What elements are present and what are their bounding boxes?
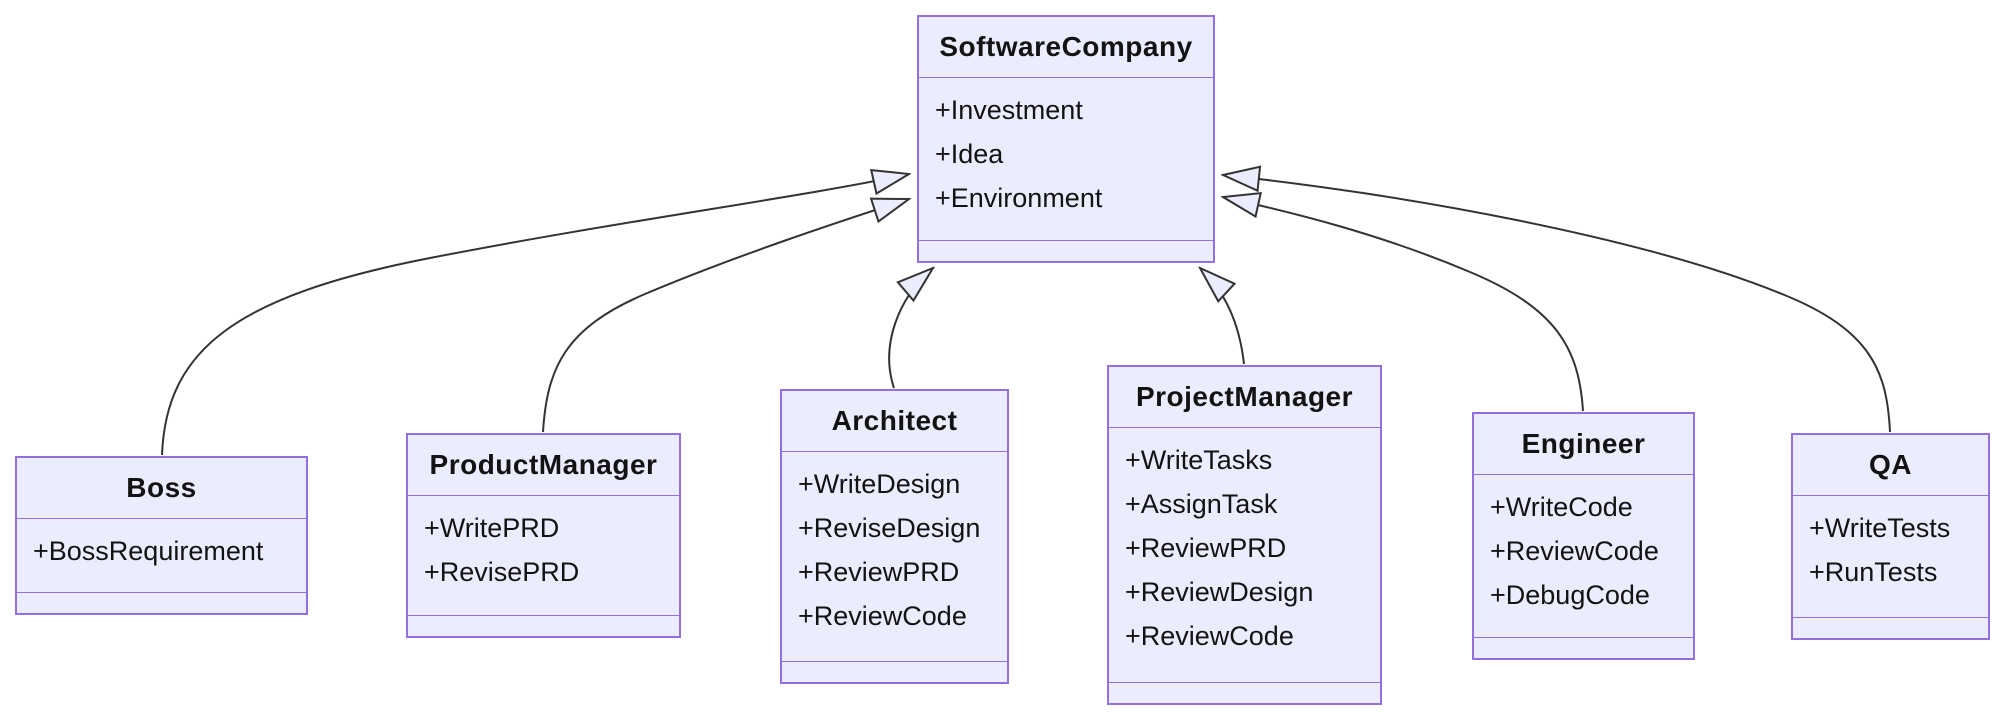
class-methods-empty [782, 662, 1007, 682]
class-methods-empty [1474, 638, 1693, 658]
class-engineer: Engineer +WriteCode +ReviewCode +DebugCo… [1472, 412, 1695, 660]
class-title: ProjectManager [1109, 367, 1380, 428]
class-methods-empty [408, 616, 679, 636]
class-attributes: +WriteDesign +ReviseDesign +ReviewPRD +R… [782, 452, 1007, 662]
class-attribute: +AssignTask [1125, 489, 1278, 519]
class-project-manager: ProjectManager +WriteTasks +AssignTask +… [1107, 365, 1382, 705]
class-attribute: +BossRequirement [33, 536, 264, 566]
class-attributes: +Investment +Idea +Environment [919, 78, 1213, 241]
class-title: QA [1793, 435, 1988, 496]
class-attribute: +Investment [935, 95, 1083, 125]
class-title: Boss [17, 458, 306, 519]
class-attribute: +WritePRD [424, 513, 560, 543]
edge-project-manager-inheritance [1200, 268, 1245, 365]
edge-architect-inheritance [888, 268, 933, 389]
class-title: Architect [782, 391, 1007, 452]
class-attribute: +ReviewDesign [1125, 577, 1314, 607]
class-attribute: +ReviseDesign [798, 513, 981, 543]
class-attribute: +ReviewPRD [798, 557, 960, 587]
class-attributes: +WriteTests +RunTests [1793, 496, 1988, 618]
class-software-company: SoftwareCompany +Investment +Idea +Envir… [917, 15, 1215, 263]
edge-product-manager-inheritance [542, 199, 909, 433]
class-title: ProductManager [408, 435, 679, 496]
class-attribute: +ReviewCode [1125, 621, 1294, 651]
class-attributes: +WritePRD +RevisePRD [408, 496, 679, 616]
class-attribute: +ReviewCode [798, 601, 967, 631]
class-title: Engineer [1474, 414, 1693, 475]
class-title: SoftwareCompany [919, 17, 1213, 78]
class-attribute: +WriteDesign [798, 469, 961, 499]
class-attribute: +WriteTasks [1125, 445, 1273, 475]
class-boss: Boss +BossRequirement [15, 456, 308, 615]
class-methods-empty [919, 241, 1213, 261]
class-attribute: +RunTests [1809, 557, 1938, 587]
class-methods-empty [1793, 618, 1988, 638]
class-attributes: +WriteCode +ReviewCode +DebugCode [1474, 475, 1693, 638]
class-architect: Architect +WriteDesign +ReviseDesign +Re… [780, 389, 1009, 684]
edge-qa-inheritance [1223, 175, 1891, 433]
class-attribute: +WriteCode [1490, 492, 1633, 522]
class-attribute: +ReviewPRD [1125, 533, 1287, 563]
class-attributes: +WriteTasks +AssignTask +ReviewPRD +Revi… [1109, 428, 1380, 683]
class-attribute: +Environment [935, 183, 1103, 213]
class-attribute: +RevisePRD [424, 557, 580, 587]
class-attribute: +ReviewCode [1490, 536, 1659, 566]
edge-boss-inheritance [161, 174, 909, 456]
class-attribute: +WriteTests [1809, 513, 1951, 543]
edge-engineer-inheritance [1223, 197, 1584, 412]
class-attribute: +Idea [935, 139, 1004, 169]
class-methods-empty [17, 593, 306, 613]
class-product-manager: ProductManager +WritePRD +RevisePRD [406, 433, 681, 638]
class-methods-empty [1109, 683, 1380, 703]
class-qa: QA +WriteTests +RunTests [1791, 433, 1990, 640]
class-attributes: +BossRequirement [17, 519, 306, 593]
class-attribute: +DebugCode [1490, 580, 1650, 610]
